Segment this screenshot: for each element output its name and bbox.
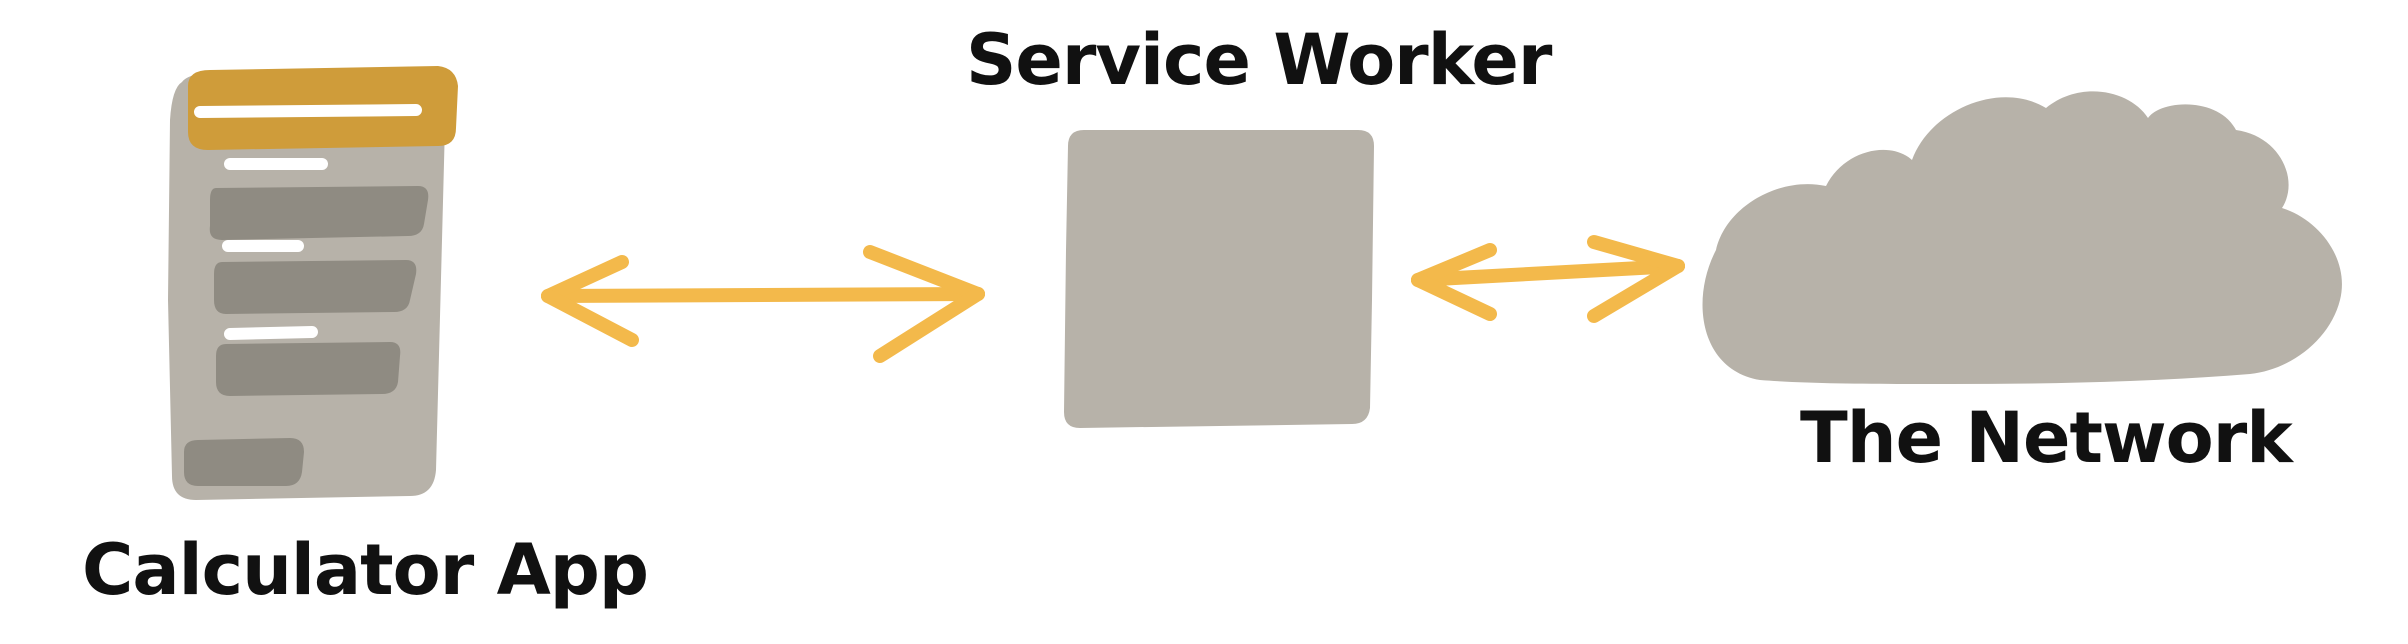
app-footer-button <box>184 438 304 486</box>
double-headed-arrow-icon <box>1411 235 1685 323</box>
app-row <box>214 260 417 314</box>
service-worker-label: Service Worker <box>966 19 1553 101</box>
app-row <box>216 342 401 396</box>
calculator-app-icon <box>168 66 458 500</box>
calculator-app-label: Calculator App <box>82 529 648 611</box>
double-headed-arrow-icon <box>541 245 985 363</box>
network-label: The Network <box>1800 397 2294 479</box>
row-white-line <box>224 326 318 340</box>
cloud-icon <box>1702 91 2342 385</box>
header-white-line <box>194 104 422 118</box>
service-worker-box <box>1064 130 1374 428</box>
app-row <box>209 186 429 240</box>
